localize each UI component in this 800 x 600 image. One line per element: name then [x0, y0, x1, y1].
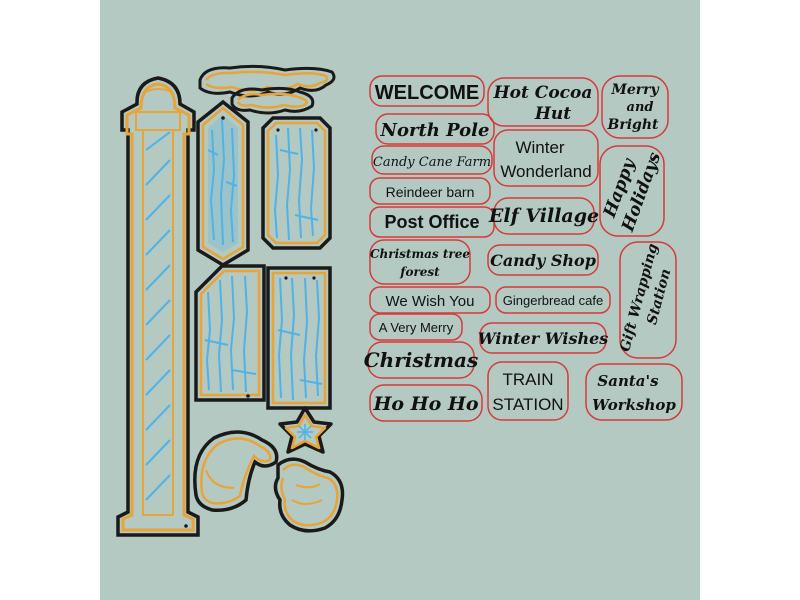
svg-text:Candy Cane Farm: Candy Cane Farm	[373, 155, 491, 170]
svg-text:Merry: Merry	[610, 82, 659, 98]
stamp-hot-cocoa-hut: Hot Cocoa Hut	[487, 77, 599, 127]
stamp-train-station: TRAIN STATION	[487, 361, 569, 421]
stamp-welcome: WELCOME	[369, 75, 485, 107]
svg-text:Winter: Winter	[515, 138, 564, 157]
stamp-gift-wrapping-station: Gift Wrapping Station	[617, 241, 677, 359]
svg-text:Hot Cocoa: Hot Cocoa	[493, 83, 593, 103]
mitten-die	[273, 457, 345, 533]
stamp-winter-wishes: Winter Wishes	[478, 322, 609, 354]
svg-text:Hut: Hut	[534, 104, 571, 124]
hanging-sign-die	[261, 116, 332, 250]
stamp-reindeer-barn: Reindeer barn	[369, 177, 491, 205]
svg-text:Christmas: Christmas	[364, 348, 478, 372]
svg-text:We Wish You: We Wish You	[386, 293, 475, 310]
stamp-post-office: Post Office	[369, 206, 495, 238]
stamp-elf-village: Elf Village	[488, 197, 599, 235]
svg-text:Bright: Bright	[607, 117, 659, 133]
stamp-christmas: Christmas	[364, 341, 478, 379]
stamp-candy-cane-farm: Candy Cane Farm	[371, 145, 493, 175]
stamp-north-pole: North Pole	[375, 113, 495, 145]
svg-text:Gingerbread cafe: Gingerbread cafe	[503, 293, 603, 308]
snow-cap-die	[198, 64, 336, 115]
svg-text:North Pole: North Pole	[380, 120, 490, 141]
square-plank-die	[266, 266, 332, 410]
stamp-ho-ho-ho: Ho Ho Ho	[369, 384, 483, 422]
svg-text:Candy Shop: Candy Shop	[490, 251, 596, 270]
svg-text:and: and	[627, 100, 654, 115]
svg-text:Wonderland: Wonderland	[500, 162, 591, 181]
svg-text:Santa's: Santa's	[597, 372, 659, 390]
svg-text:Winter Wishes: Winter Wishes	[478, 329, 609, 348]
santa-hat-die	[193, 430, 279, 513]
stamp-merry-and-bright: Merry and Bright	[601, 75, 669, 139]
stamp-we-wish-you: We Wish You	[369, 286, 491, 314]
signpost-die	[196, 99, 250, 268]
svg-text:TRAIN: TRAIN	[503, 370, 554, 389]
stamp-christmas-tree-forest: Christmas tree forest	[369, 239, 471, 285]
svg-text:Ho Ho Ho: Ho Ho Ho	[372, 393, 478, 415]
striped-pole-die	[116, 76, 200, 537]
svg-text:WELCOME: WELCOME	[375, 82, 479, 104]
stamp-winter-wonderland: Winter Wonderland	[493, 129, 599, 187]
svg-text:Post Office: Post Office	[384, 212, 479, 232]
stamp-candy-shop: Candy Shop	[487, 244, 599, 276]
arrow-plank-die	[194, 264, 266, 402]
svg-text:Workshop: Workshop	[592, 396, 676, 414]
stamp-santas-workshop: Santa's Workshop	[585, 363, 683, 421]
svg-text:A Very Merry: A Very Merry	[379, 320, 454, 335]
svg-text:Elf Village: Elf Village	[488, 205, 599, 227]
svg-text:forest: forest	[399, 265, 440, 279]
stamp-happy-holidays: Happy Holidays	[599, 145, 665, 237]
svg-text:Christmas tree: Christmas tree	[370, 247, 470, 261]
star-die	[278, 406, 333, 454]
stamp-a-very-merry: A Very Merry	[369, 313, 463, 341]
stamp-gingerbread-cafe: Gingerbread cafe	[495, 286, 611, 314]
svg-text:Reindeer barn: Reindeer barn	[386, 184, 475, 200]
svg-text:STATION: STATION	[492, 395, 563, 414]
